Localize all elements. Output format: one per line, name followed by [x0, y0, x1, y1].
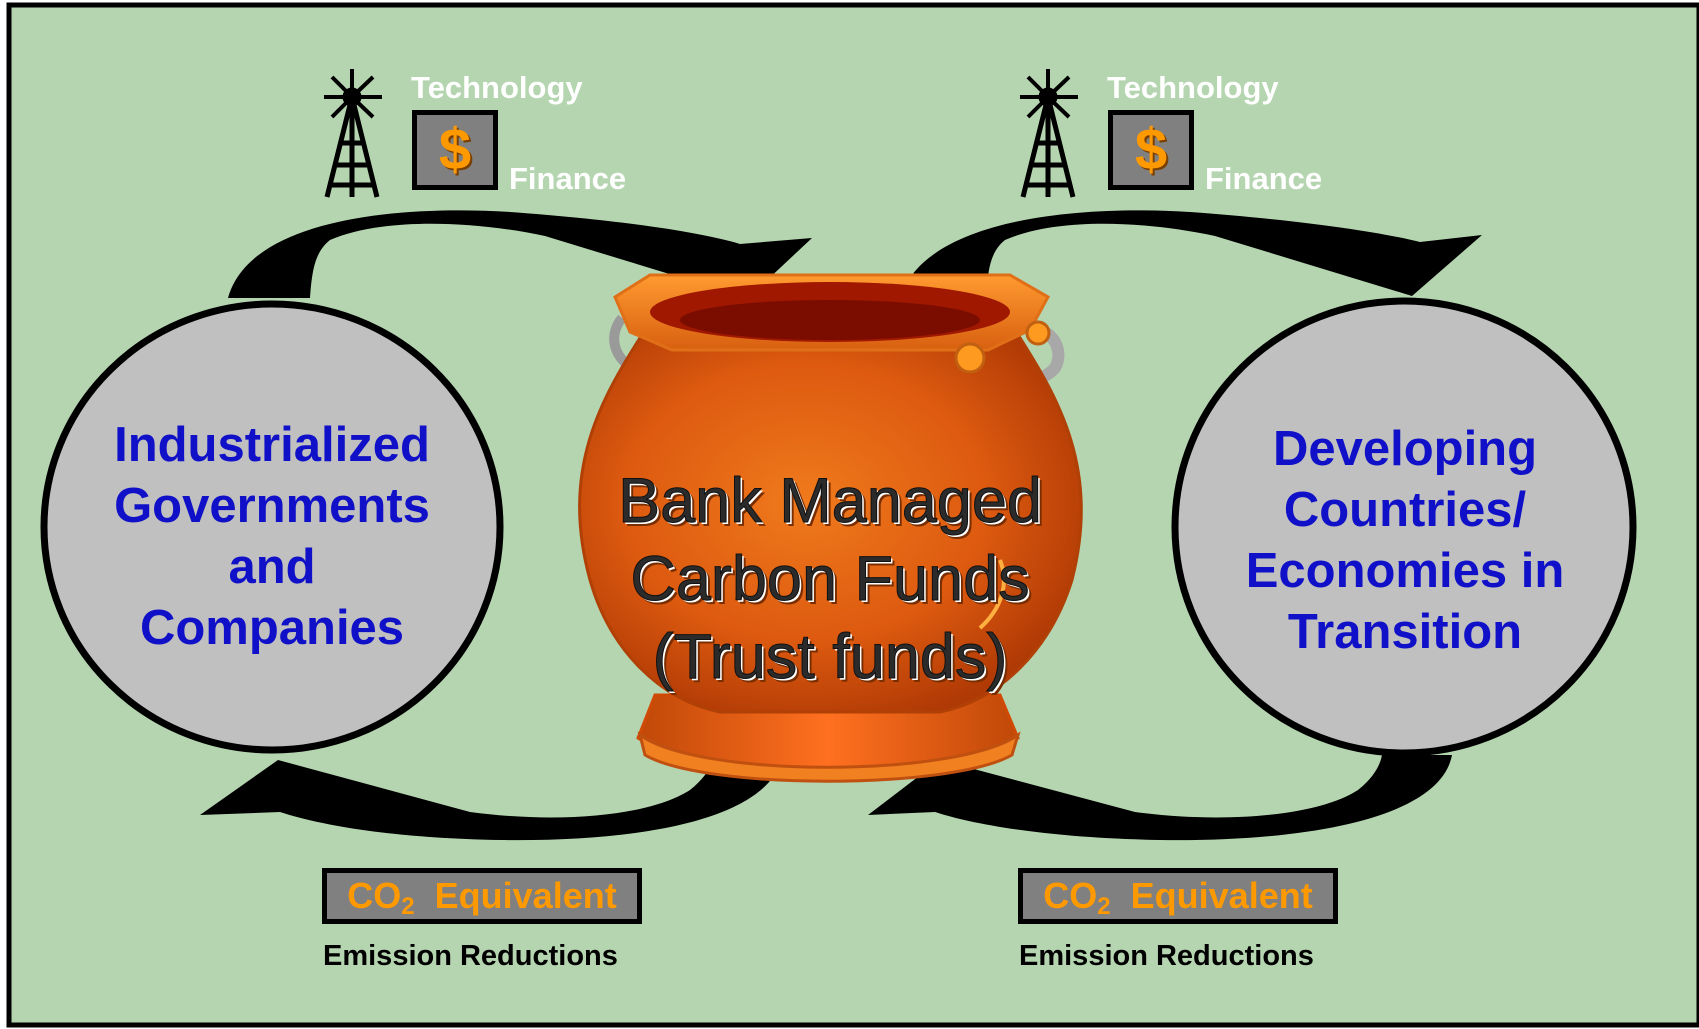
- windmill-icon: [324, 69, 382, 198]
- right-emission-caption: Emission Reductions: [1019, 940, 1314, 972]
- right-circle-label: Developing Countries/ Economies in Trans…: [1205, 419, 1605, 663]
- left-finance-label: Finance: [509, 161, 627, 196]
- pot-icon: [578, 273, 1083, 783]
- pot-label-line: Bank Managed: [618, 466, 1043, 537]
- equivalent-text: Equivalent: [1130, 875, 1313, 916]
- left-circle-line: Companies: [139, 601, 405, 655]
- pot-label-line: (Trust funds): [652, 622, 1008, 693]
- right-circle-line: Developing: [1272, 422, 1538, 476]
- windmill-icon: [1020, 69, 1078, 198]
- left-circle-label: Industrialized Governments and Companies: [72, 415, 472, 659]
- arrow-finance-left: [228, 210, 812, 298]
- dollar-icon: $: [1108, 110, 1194, 190]
- co2-text: CO: [1043, 875, 1098, 916]
- dollar-icon: $: [412, 110, 498, 190]
- co2-subscript: 2: [401, 893, 415, 920]
- pot-label: Bank Managed Carbon Funds (Trust funds): [560, 462, 1100, 696]
- right-circle-line: Transition: [1287, 605, 1523, 659]
- left-emission-caption: Emission Reductions: [323, 940, 618, 972]
- right-circle: [1171, 297, 1637, 757]
- right-circle-line: Economies in: [1245, 544, 1565, 598]
- left-circle: [40, 300, 504, 754]
- left-technology-label: Technology: [411, 70, 583, 105]
- co2-text: CO: [347, 875, 402, 916]
- right-technology-label: Technology: [1107, 70, 1279, 105]
- left-co2-box: CO2 Equivalent: [322, 868, 642, 924]
- arrow-finance-right: [900, 210, 1482, 298]
- right-co2-box: CO2 Equivalent: [1018, 868, 1338, 924]
- right-circle-line: Countries/: [1283, 483, 1527, 537]
- right-finance-label: Finance: [1205, 161, 1323, 196]
- co2-subscript: 2: [1097, 893, 1111, 920]
- left-circle-line: Governments: [114, 479, 430, 533]
- arrow-co2-left: [200, 755, 783, 841]
- left-circle-line: Industrialized: [114, 418, 430, 472]
- pot-label-line: Carbon Funds: [630, 544, 1030, 615]
- equivalent-text: Equivalent: [434, 875, 617, 916]
- left-circle-line: and: [228, 540, 316, 594]
- arrow-co2-right: [868, 755, 1452, 841]
